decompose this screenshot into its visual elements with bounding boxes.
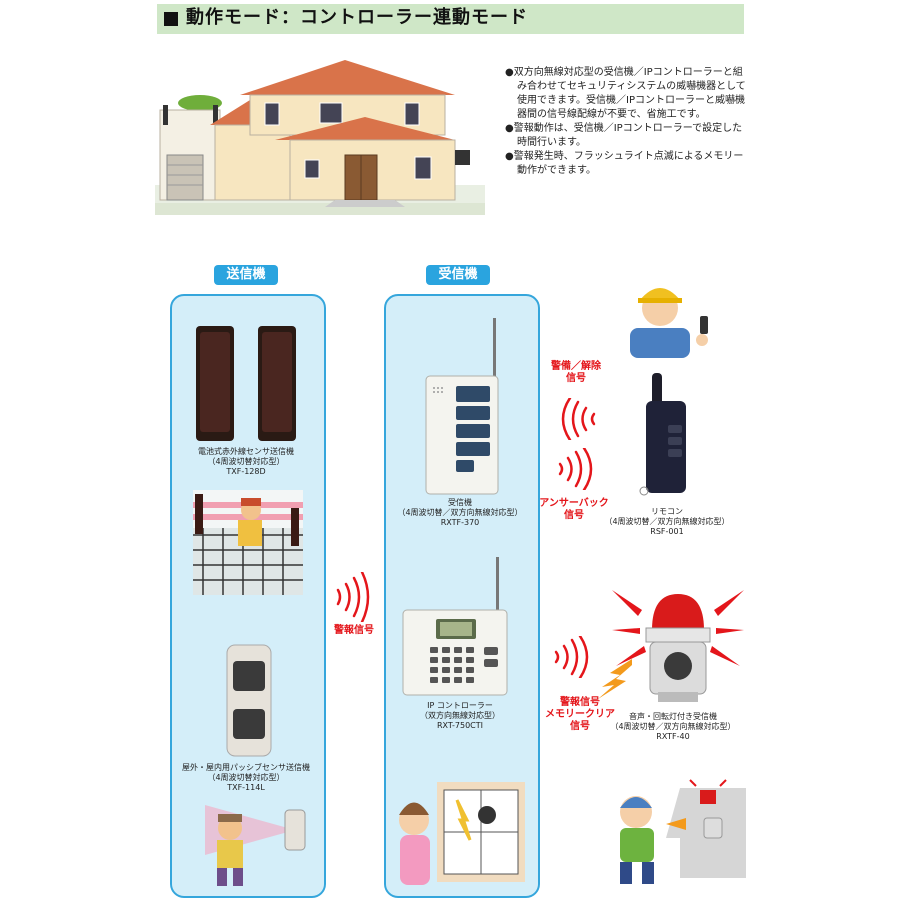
signal-waves-icon — [552, 634, 594, 680]
feature-item: ●双方向無線対応型の受信機／IPコントローラーと組み合わせてセキュリティシステム… — [505, 67, 746, 120]
title-bar — [157, 4, 744, 34]
caption-line: （4周波切替／双方向無線対応型） — [610, 722, 736, 731]
receiver-unit-image — [422, 318, 504, 496]
label-line: 信号 — [570, 721, 590, 732]
device-caption: 音声・回転灯付き受信機 （4周波切替／双方向無線対応型） RXTF-40 — [600, 712, 746, 742]
transmitter-caption: 屋外・屋内用パッシブセンサ送信機 （4周波切替対応型） TXF-114L — [175, 763, 317, 793]
device-caption: リモコン （4周波切替／双方向無線対応型） RSF-001 — [597, 507, 737, 537]
caption-line: リモコン — [651, 507, 683, 516]
signal-waves-icon — [556, 396, 598, 442]
receiver-caption: 受信機 （4周波切替／双方向無線対応型） RXTF-370 — [389, 498, 531, 528]
lightning-bolt-icon — [596, 655, 636, 701]
ip-controller-image — [400, 555, 510, 697]
caption-line: 電池式赤外線センサ送信機 — [198, 447, 294, 456]
page-title: 動作モード：コントローラー連動モード — [186, 7, 528, 28]
caption-line: （4周波切替／双方向無線対応型） — [397, 508, 523, 517]
infrared-sensor-image — [190, 320, 305, 445]
caption-line: 屋外・屋内用パッシブセンサ送信機 — [182, 763, 310, 772]
label-line: メモリークリア — [545, 709, 615, 720]
transmitter-section-label: 送信機 — [214, 265, 278, 285]
worker-illustration — [622, 278, 727, 358]
intruder-illustration — [185, 800, 315, 890]
beacon-siren-image — [612, 580, 744, 708]
woman-window-illustration — [392, 780, 527, 890]
arm-signal-label: 警備／解除 信号 — [548, 361, 604, 385]
receiver-caption: IP コントローラー （双方向無線対応型） RXT-750CTI — [389, 701, 531, 731]
remote-control-image — [638, 373, 694, 498]
label-line: 信号 — [566, 373, 586, 384]
feature-list: ●双方向無線対応型の受信機／IPコントローラーと組み合わせてセキュリティシステム… — [505, 66, 748, 178]
caption-line: （4周波切替／双方向無線対応型） — [604, 517, 730, 526]
transmitter-caption: 電池式赤外線センサ送信機 （4周波切替対応型） TXF-128D — [175, 447, 317, 477]
feature-item: ●警報発生時、フラッシュライト点滅によるメモリー動作ができます。 — [505, 151, 744, 176]
caption-line: （双方向無線対応型） — [420, 711, 500, 720]
answerback-signal-label: アンサーバック 信号 — [532, 498, 616, 522]
caption-model: RXTF-40 — [656, 732, 690, 741]
caption-line: 音声・回転灯付き受信機 — [629, 712, 717, 721]
caption-model: TXF-128D — [226, 467, 266, 476]
caption-model: RXT-750CTI — [436, 721, 484, 730]
caption-model: TXF-114L — [227, 783, 265, 792]
house-illustration — [155, 55, 485, 215]
caption-line: （4周波切替対応型） — [207, 457, 285, 466]
label-line: アンサーバック — [539, 498, 609, 509]
label-line: 警報信号 — [560, 697, 600, 708]
passive-sensor-image — [225, 643, 273, 758]
memory-clear-signal-label: 警報信号 メモリークリア 信号 — [540, 697, 620, 733]
label-line: 信号 — [564, 510, 584, 521]
caption-model: RXTF-370 — [440, 518, 480, 527]
feature-item: ●警報動作は、受信機／IPコントローラーで設定した時間行います。 — [505, 123, 743, 148]
caption-line: IP コントローラー — [427, 701, 493, 710]
caption-model: RSF-001 — [650, 527, 684, 536]
signal-waves-icon — [334, 570, 374, 624]
caption-line: 受信機 — [448, 498, 472, 507]
title-square-icon — [164, 12, 178, 26]
fence-intruder-illustration — [193, 490, 303, 595]
fleeing-intruder-illustration — [596, 778, 746, 890]
label-line: 警備／解除 — [551, 361, 601, 372]
receiver-section-label: 受信機 — [426, 265, 490, 285]
alarm-signal-label: 警報信号 — [334, 625, 374, 636]
caption-line: （4周波切替対応型） — [207, 773, 285, 782]
signal-waves-icon — [556, 446, 598, 492]
